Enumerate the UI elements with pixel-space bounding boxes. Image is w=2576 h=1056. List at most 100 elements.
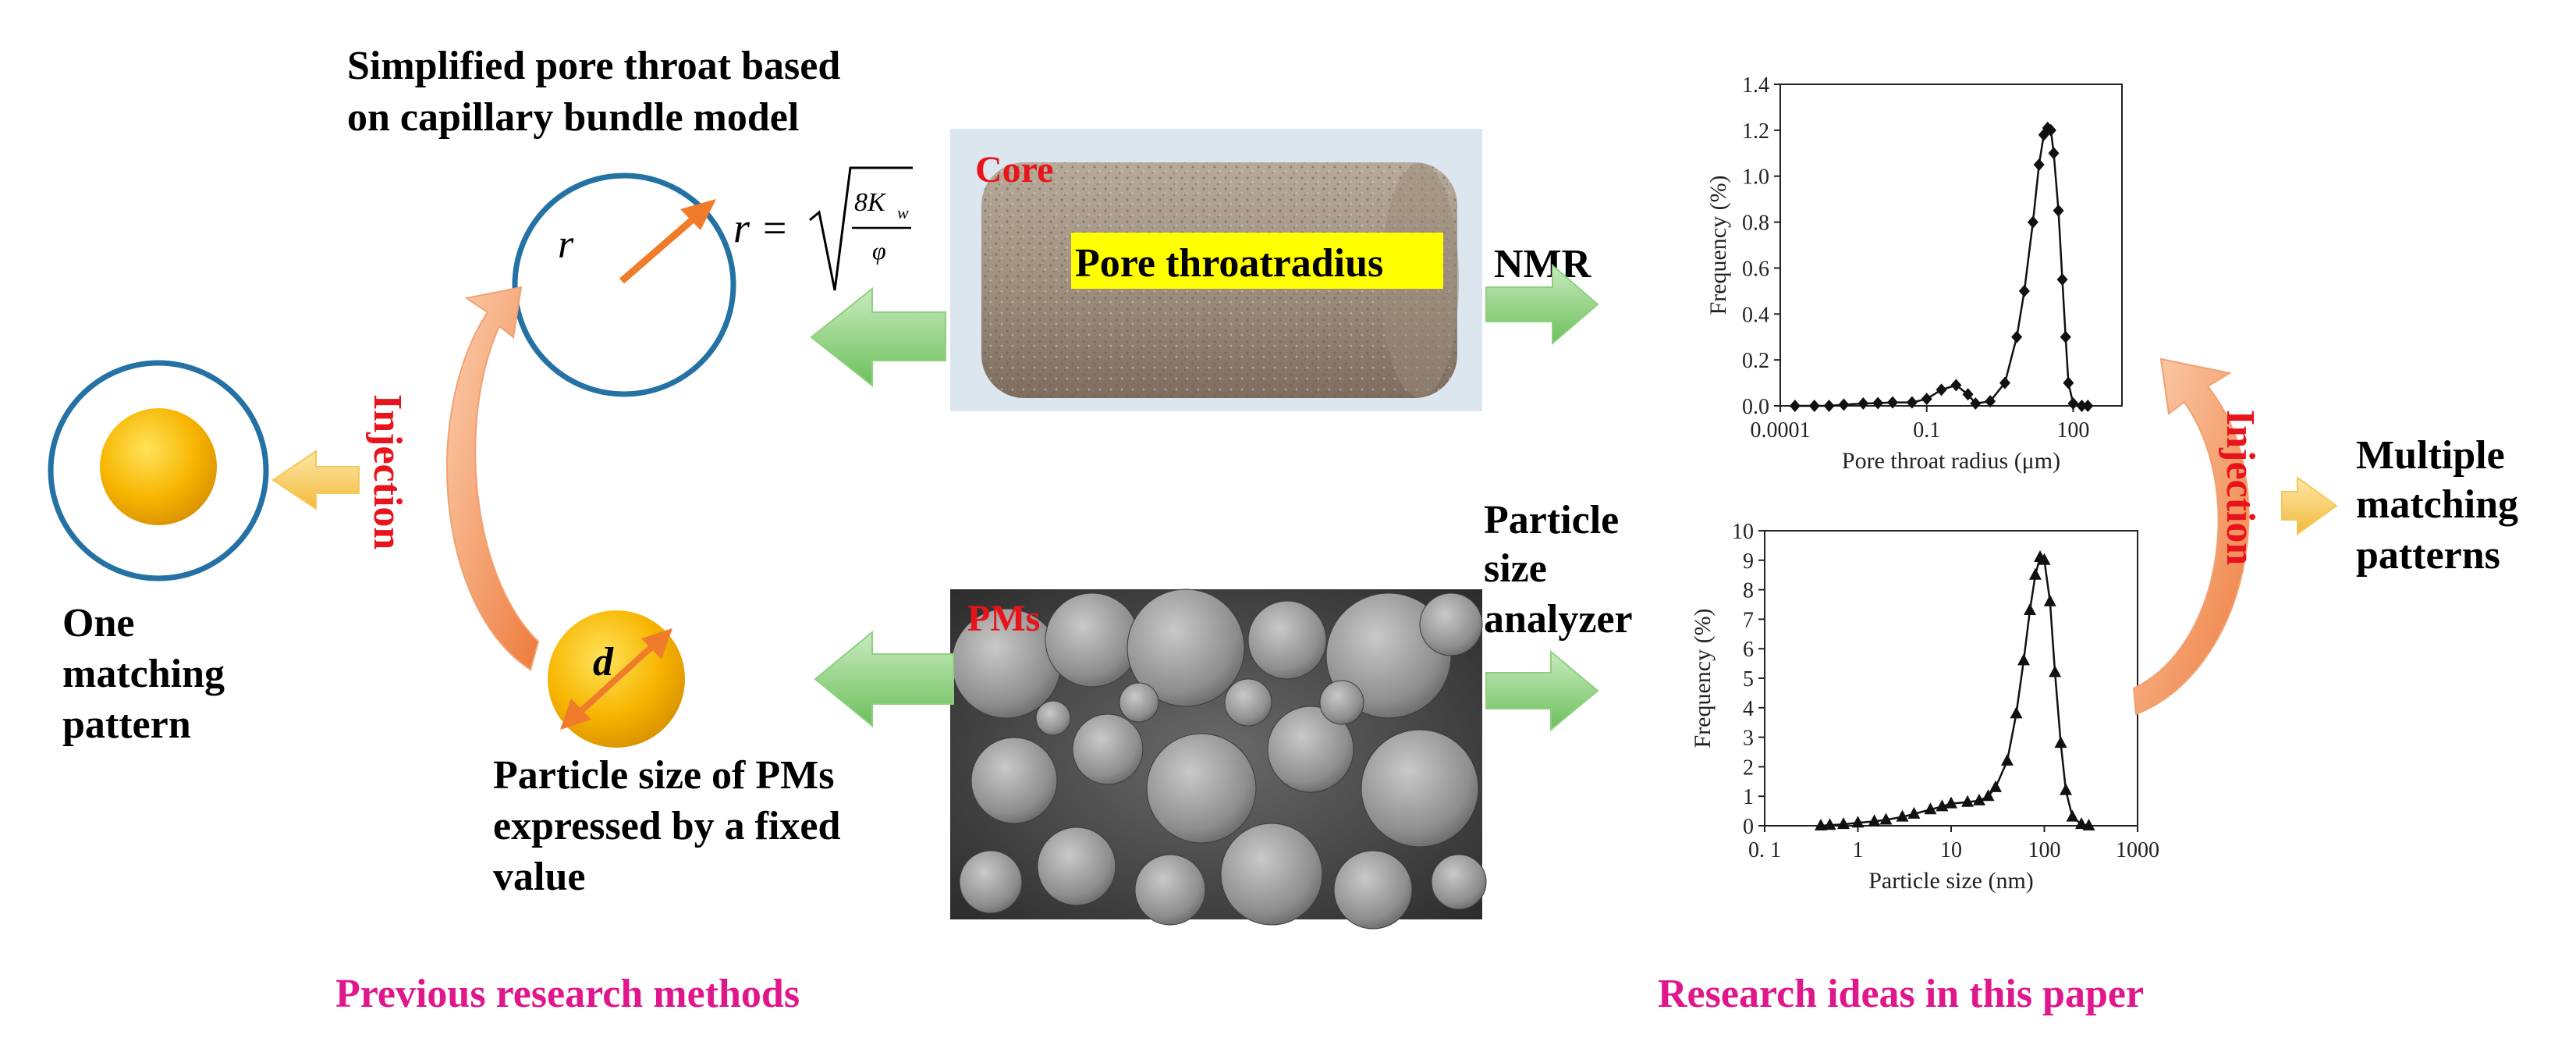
- formula-numerator: 8K: [854, 188, 887, 217]
- sem-sphere: [1220, 823, 1323, 926]
- left-title-line2: on capillary bundle model: [347, 95, 799, 140]
- data-point: [2053, 204, 2064, 217]
- chart-frame: [1779, 84, 2123, 407]
- x-axis-label: Pore throat radius (μm): [1842, 448, 2060, 474]
- data-point: [2027, 215, 2038, 229]
- sem-sphere: [1119, 682, 1159, 723]
- data-point: [1814, 819, 1827, 830]
- multiple-matching-line1: Multiple: [2356, 433, 2505, 478]
- sem-sphere: [1035, 700, 1071, 736]
- y-tick-label: 1.4: [1742, 73, 1769, 98]
- y-tick-label: 3: [1743, 727, 1754, 751]
- x-tick-label: 0. 1: [1748, 838, 1781, 862]
- formula-subscript: w: [897, 203, 909, 222]
- y-axis-label: Frequency (%): [1690, 608, 1716, 748]
- orange-arc-arrow-right-icon: [2132, 357, 2250, 716]
- left-title-line1: Simplified pore throat based: [347, 44, 840, 88]
- sem-sphere: [1361, 729, 1479, 848]
- data-point: [1808, 400, 1820, 412]
- green-arrow-left-top-icon: [810, 286, 946, 388]
- x-tick-label: 100: [2028, 838, 2061, 862]
- sem-sphere: [1037, 827, 1116, 906]
- chart-frame: [1764, 530, 2138, 827]
- data-point: [1886, 396, 1898, 409]
- matching-particle-icon: [100, 408, 217, 525]
- sem-sphere: [1072, 713, 1144, 785]
- data-point: [1907, 806, 1921, 819]
- sem-sphere: [1247, 600, 1327, 680]
- sem-sphere: [1134, 854, 1206, 926]
- data-point: [2054, 736, 2067, 748]
- particle-desc-line2: expressed by a fixed: [493, 804, 840, 848]
- sem-sphere: [1146, 733, 1257, 844]
- pore-highlight-box: [1071, 233, 1443, 289]
- y-tick-label: 0: [1743, 815, 1754, 839]
- data-point: [2045, 123, 2056, 137]
- data-point: [2075, 817, 2088, 830]
- particle-desc-line3: value: [493, 855, 585, 899]
- data-point: [1945, 796, 1957, 809]
- yellow-arrow-left-icon: [271, 450, 360, 510]
- data-point: [1857, 397, 1869, 411]
- data-point: [2060, 783, 2073, 795]
- data-point: [1999, 376, 2010, 389]
- data-point: [1972, 793, 1985, 805]
- data-point: [1872, 396, 1884, 410]
- data-point: [1851, 816, 1865, 828]
- data-point: [1989, 780, 2003, 792]
- y-tick-label: 0.2: [1742, 349, 1769, 373]
- y-tick-label: 6: [1743, 638, 1754, 662]
- sem-sphere: [1045, 592, 1140, 688]
- data-point: [2048, 147, 2060, 160]
- sem-sphere: [970, 737, 1058, 824]
- data-point: [2063, 376, 2074, 389]
- data-point: [1970, 397, 1982, 411]
- data-point: [2023, 603, 2036, 616]
- data-point: [2000, 753, 2014, 766]
- radius-formula: r = 8K w φ: [733, 166, 913, 291]
- data-point: [1836, 817, 1850, 830]
- y-tick-label: 10: [1732, 520, 1754, 544]
- y-tick-label: 2: [1743, 756, 1754, 780]
- x-tick-label: 0.0001: [1751, 418, 1811, 443]
- data-point: [2011, 330, 2023, 343]
- green-arrow-left-bottom-icon: [814, 630, 954, 728]
- data-point: [2060, 330, 2071, 343]
- data-point: [2043, 594, 2056, 606]
- radius-symbol: r: [558, 222, 574, 267]
- nmr-label: NMR: [1494, 242, 1592, 286]
- data-point: [2076, 400, 2088, 412]
- data-point: [2018, 284, 2030, 297]
- formula-denominator: φ: [872, 236, 886, 265]
- data-point: [2056, 273, 2068, 286]
- injection-label-right: Injection: [2218, 410, 2262, 565]
- sem-sphere: [1127, 588, 1245, 707]
- y-tick-label: 0.4: [1742, 303, 1769, 327]
- y-tick-label: 4: [1743, 697, 1754, 721]
- y-tick-label: 8: [1743, 579, 1754, 603]
- green-arrow-analyzer-icon: [1485, 649, 1599, 732]
- data-point: [2082, 400, 2094, 412]
- y-tick-label: 1.0: [1742, 165, 1769, 190]
- one-matching-line3: pattern: [62, 702, 191, 747]
- data-point: [1982, 789, 1995, 802]
- data-point: [1789, 400, 1801, 412]
- pore-throat-radius-label: Pore throatradius: [1075, 241, 1383, 286]
- previous-methods-caption: Previous research methods: [335, 972, 800, 1016]
- data-point: [2067, 397, 2079, 411]
- data-point: [1896, 809, 1909, 822]
- data-point: [2066, 809, 2079, 822]
- sem-sphere: [1333, 850, 1413, 930]
- one-matching-line1: One: [62, 601, 134, 645]
- data-point: [1961, 795, 1975, 807]
- yellow-arrow-right-icon: [2281, 476, 2338, 535]
- data-point: [1950, 379, 1962, 392]
- one-matching-line2: matching: [62, 652, 225, 696]
- pms-sem-photo: [950, 588, 1487, 930]
- multiple-matching-line3: patterns: [2356, 533, 2500, 578]
- data-point: [1985, 395, 1996, 408]
- sem-sphere: [1319, 680, 1364, 725]
- sem-sphere: [1224, 678, 1272, 727]
